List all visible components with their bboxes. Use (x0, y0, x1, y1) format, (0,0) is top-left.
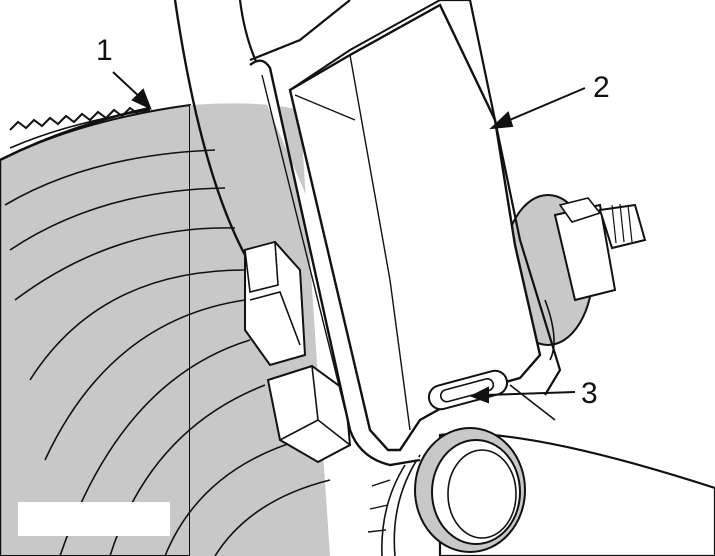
callout-1: 1 (96, 34, 113, 67)
leader-lines (112, 71, 586, 404)
blank-label-patch (18, 502, 170, 536)
callout-2: 2 (593, 71, 610, 104)
housing-disc (0, 103, 331, 556)
left-nut-stack (244, 240, 352, 464)
callout-3: 3 (581, 377, 598, 410)
drive-shaft (367, 427, 715, 556)
support-bracket (173, 0, 562, 467)
